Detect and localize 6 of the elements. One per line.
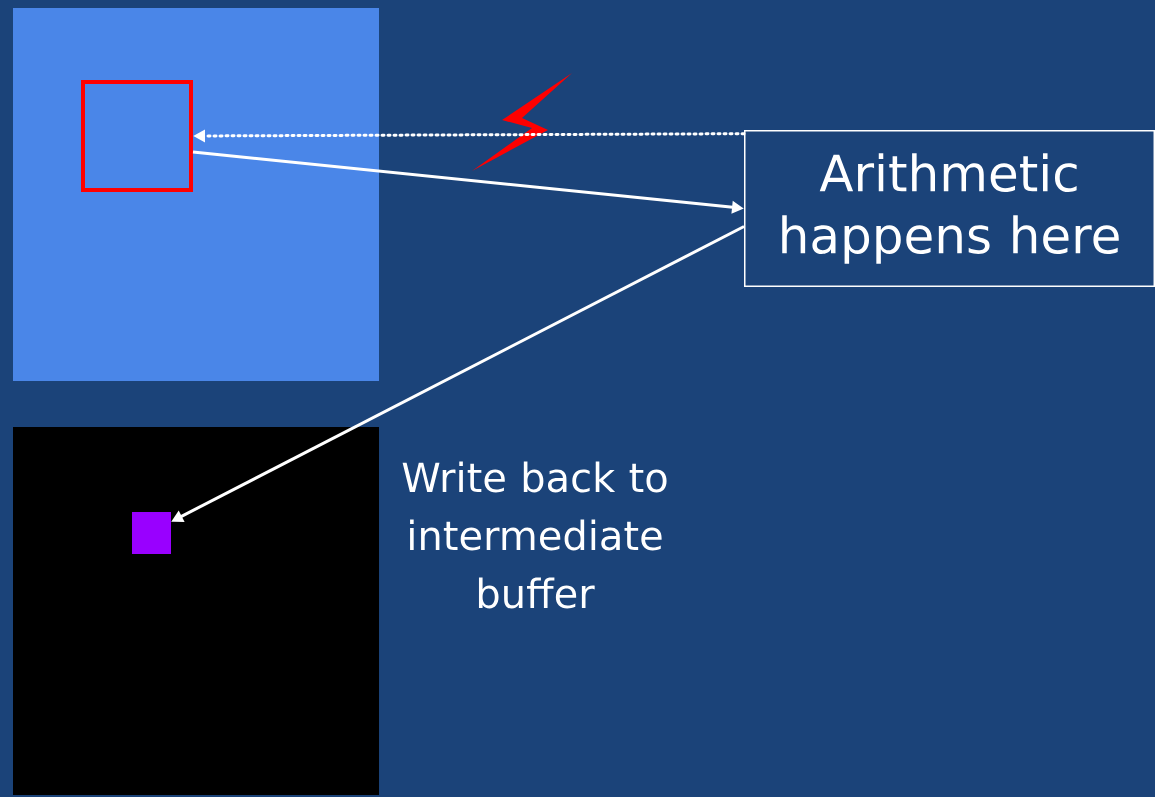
text-box: Arithmetic happens here xyxy=(744,130,1155,287)
panel xyxy=(13,427,379,795)
pixel-square xyxy=(132,512,171,554)
caption-text: Write back to intermediate buffer xyxy=(402,461,667,609)
selection-square xyxy=(81,80,193,192)
panel xyxy=(13,8,379,381)
